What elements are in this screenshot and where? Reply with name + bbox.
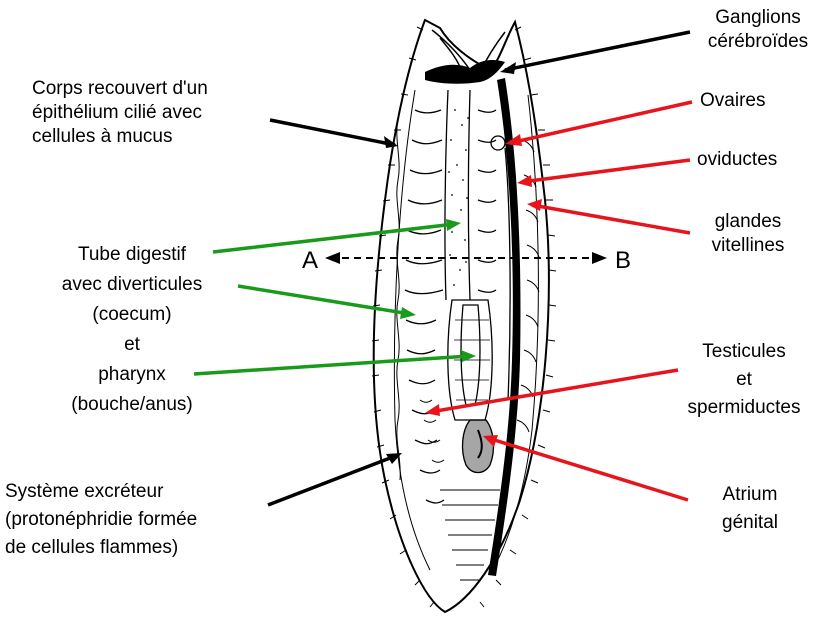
arrow-head-a [325, 252, 340, 264]
label-testicules-line-3: spermiductes [687, 397, 801, 418]
arrow-coecum [237, 284, 411, 316]
atrium-pore [477, 429, 483, 459]
label-testicules-line-1: Testicules [702, 341, 786, 362]
pharynx-lines [454, 319, 490, 401]
label-tube-line-4: et [124, 334, 140, 355]
arrow-head-b [592, 252, 607, 264]
label-atrium-line-1: Atrium [722, 484, 778, 505]
arrow-oviductes [521, 158, 691, 184]
arrowhead-oviductes [517, 175, 532, 187]
excretory-system [396, 119, 401, 481]
label-tube-line-6: (bouche/anus) [71, 394, 193, 415]
ovary [490, 135, 506, 151]
ventral-hatching [440, 489, 500, 581]
arrowhead-testicules [425, 404, 440, 416]
label-excreteur-line-2: (protonéphridie formée [5, 509, 198, 530]
label-corps-line-3: cellules à mucus [32, 126, 173, 147]
genital-atrium [461, 419, 495, 474]
arrow-tube-digestif [212, 222, 456, 254]
label-testicules-line-2: et [736, 369, 752, 390]
label-corps-line-1: Corps recouvert d'un [32, 78, 208, 99]
reproductive-system [419, 135, 540, 474]
label-ganglions-line-2: cérébroïdes [707, 31, 809, 52]
nervous-system [425, 60, 521, 576]
cilia-left [371, 26, 435, 608]
arrowhead-atrium [483, 435, 498, 447]
label-ovaires-line-1: Ovaires [700, 90, 766, 111]
arrow-corps [269, 118, 396, 147]
arrowhead-ganglions [500, 62, 516, 74]
arrowhead-corps [384, 136, 398, 148]
label-tube: Tube digestif avec diverticules (coecum)… [22, 240, 242, 420]
arrow-testicules [429, 368, 679, 414]
arrow-pharynx [193, 354, 471, 376]
label-atrium: Atrium génital [700, 481, 800, 537]
label-corps-line-2: épithélium cilié avec [32, 102, 203, 123]
label-excreteur-line-1: Système excréteur [5, 481, 164, 502]
arrowhead-glandes [527, 199, 542, 211]
label-glandes-line-2: vitellines [711, 235, 785, 256]
cilia-right [479, 26, 557, 608]
section-line-ab: A B [302, 247, 631, 274]
label-ganglions-line-1: Ganglions [715, 7, 801, 28]
arrowhead-excreteur [386, 453, 402, 464]
label-ganglions: Ganglions cérébroïdes [683, 6, 830, 54]
label-tube-line-3: (coecum) [92, 304, 172, 325]
axis-letter-b: B [615, 247, 631, 274]
arrow-excreteur [267, 453, 399, 507]
gut-speckles [448, 109, 469, 286]
label-testicules: Testicules et spermiductes [668, 338, 820, 422]
oviduct [504, 147, 511, 401]
label-atrium-line-2: génital [722, 512, 778, 533]
inner-wall-left [393, 89, 431, 571]
label-oviductes: oviductes [697, 148, 777, 172]
digestive-tube [404, 89, 497, 504]
body-outline [372, 18, 550, 614]
arrowhead-tube-digestif [446, 219, 461, 231]
cerebral-ganglions [425, 60, 505, 84]
axis-letter-a: A [302, 247, 318, 274]
arrow-ganglions [504, 30, 691, 72]
testes [419, 399, 445, 463]
label-corps: Corps recouvert d'un épithélium cilié av… [32, 77, 208, 149]
pointer-arrow-heads [384, 62, 542, 464]
label-oviductes-line-1: oviductes [697, 149, 778, 170]
arrowhead-ovaires [505, 134, 522, 146]
label-glandes: glandes vitellines [686, 210, 810, 258]
gut-main-branch [444, 89, 471, 301]
label-tube-line-1: Tube digestif [77, 244, 187, 265]
gut-diverticula-right [477, 109, 497, 293]
arrow-atrium [487, 436, 689, 502]
pointer-arrows [193, 30, 693, 507]
label-excreteur: Système excréteur (protonéphridie formée… [5, 478, 197, 562]
label-tube-line-2: avec diverticules [61, 274, 203, 295]
label-glandes-line-1: glandes [714, 211, 782, 232]
label-ovaires: Ovaires [700, 89, 765, 113]
label-excreteur-line-3: de cellules flammes) [5, 537, 179, 558]
arrow-ovaires [509, 100, 693, 145]
nerve-cord [488, 78, 521, 576]
arrow-glandes [531, 203, 691, 235]
gut-diverticula [404, 109, 445, 504]
arrowhead-coecum [400, 307, 416, 319]
label-tube-line-5: pharynx [98, 364, 166, 385]
arrowhead-pharynx [461, 350, 476, 362]
protonephridia [396, 119, 401, 481]
